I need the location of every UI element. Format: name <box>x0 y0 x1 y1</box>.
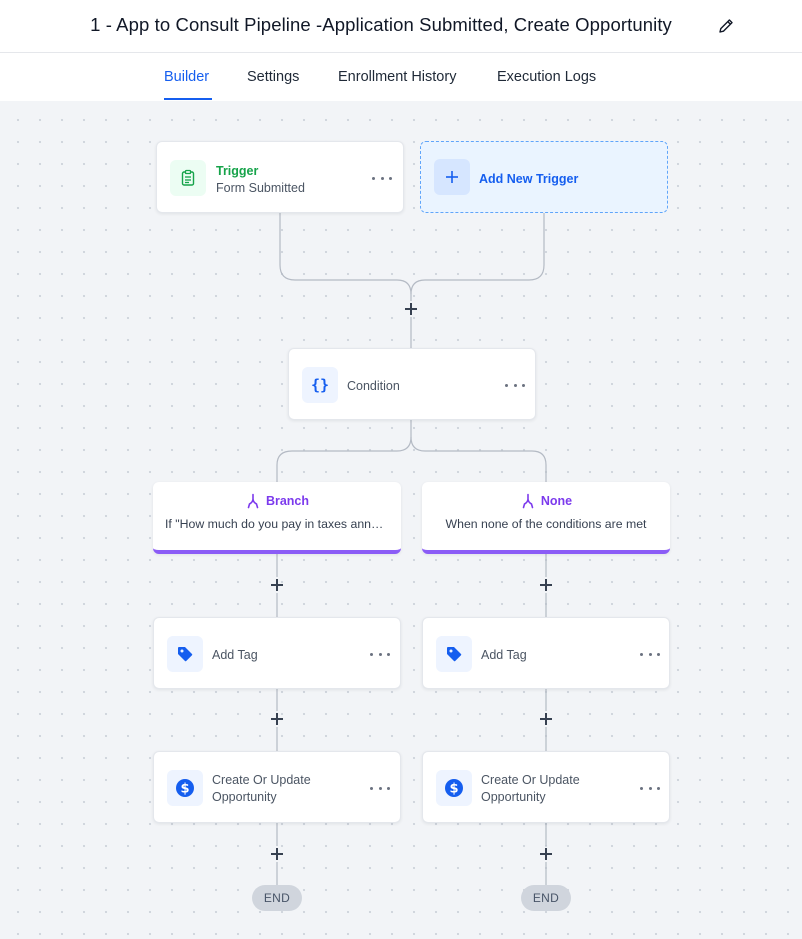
none-branch-card[interactable]: None When none of the conditions are met <box>422 482 670 554</box>
create-opportunity-label-line1: Create Or Update <box>481 773 580 787</box>
add-tag-menu-icon[interactable] <box>640 647 660 661</box>
tab-builder[interactable]: Builder <box>164 69 210 85</box>
create-opportunity-card[interactable]: $ Create Or Update Opportunity <box>422 751 670 823</box>
add-tag-card[interactable]: Add Tag <box>422 617 670 689</box>
branch-name: None <box>540 494 573 508</box>
connector-lines <box>276 213 547 885</box>
branch-description: If "How much do you pay in taxes annuall… <box>165 517 389 531</box>
clipboard-icon <box>170 160 206 196</box>
condition-label: Condition <box>347 379 400 393</box>
branch-description: When none of the conditions are met <box>445 517 647 531</box>
branch-fork-icon <box>247 493 259 509</box>
tab-execution-logs[interactable]: Execution Logs <box>497 69 597 85</box>
add-new-trigger-button[interactable]: Add New Trigger <box>420 141 668 213</box>
end-marker: END <box>521 885 571 911</box>
add-step-button[interactable] <box>403 301 419 317</box>
tab-settings[interactable]: Settings <box>247 69 300 85</box>
workflow-title: 1 - App to Consult Pipeline -Application… <box>90 14 672 35</box>
add-new-trigger-label: Add New Trigger <box>479 172 579 186</box>
create-opportunity-label-line2: Opportunity <box>212 790 277 804</box>
svg-text:$: $ <box>449 782 458 797</box>
end-marker: END <box>252 885 302 911</box>
branch-card[interactable]: Branch If "How much do you pay in taxes … <box>153 482 401 554</box>
trigger-subtitle: Form Submitted <box>216 181 305 195</box>
trigger-title: Trigger <box>216 164 259 178</box>
svg-text:$: $ <box>180 782 189 797</box>
trigger-card[interactable]: Trigger Form Submitted <box>156 141 404 213</box>
add-tag-card[interactable]: Add Tag <box>153 617 401 689</box>
add-tag-label: Add Tag <box>481 648 527 662</box>
add-step-button[interactable] <box>269 711 285 727</box>
condition-card[interactable]: {} Condition <box>288 348 536 420</box>
add-step-button[interactable] <box>538 711 554 727</box>
active-tab-indicator <box>164 98 212 100</box>
plus-icon <box>434 159 470 195</box>
add-tag-label: Add Tag <box>212 648 258 662</box>
condition-menu-icon[interactable] <box>505 378 525 392</box>
add-step-button[interactable] <box>269 577 285 593</box>
create-opportunity-menu-icon[interactable] <box>370 781 390 795</box>
braces-icon: {} <box>302 367 338 403</box>
tab-bar: Builder Settings Enrollment History Exec… <box>0 53 802 101</box>
dollar-circle-icon: $ <box>167 770 203 806</box>
create-opportunity-label-line2: Opportunity <box>481 790 546 804</box>
tab-enrollment-history[interactable]: Enrollment History <box>338 69 457 85</box>
workflow-header: 1 - App to Consult Pipeline -Application… <box>0 0 802 53</box>
add-step-button[interactable] <box>538 846 554 862</box>
tag-icon <box>167 636 203 672</box>
branch-name: Branch <box>265 494 310 508</box>
add-step-button[interactable] <box>538 577 554 593</box>
create-opportunity-card[interactable]: $ Create Or Update Opportunity <box>153 751 401 823</box>
edit-pencil-icon[interactable] <box>716 16 736 36</box>
workflow-canvas[interactable]: Trigger Form Submitted Add New Trigger {… <box>0 101 802 939</box>
branch-fork-icon <box>522 493 534 509</box>
add-tag-menu-icon[interactable] <box>370 647 390 661</box>
create-opportunity-label-line1: Create Or Update <box>212 773 311 787</box>
create-opportunity-menu-icon[interactable] <box>640 781 660 795</box>
dollar-circle-icon: $ <box>436 770 472 806</box>
trigger-menu-icon[interactable] <box>372 171 392 185</box>
tag-icon <box>436 636 472 672</box>
add-step-button[interactable] <box>269 846 285 862</box>
